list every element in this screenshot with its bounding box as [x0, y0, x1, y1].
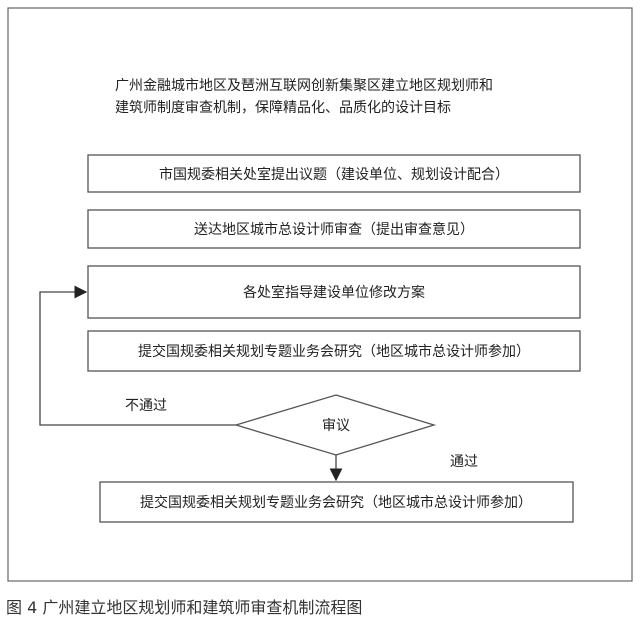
step-4-label: 提交国规委相关规划专题业务会研究（地区城市总设计师参加） — [138, 343, 530, 360]
figure-caption: 图 4 广州建立地区规划师和建筑师审查机制流程图 — [6, 598, 363, 617]
step-2-label: 送达地区城市总设计师审查（提出审查意见） — [194, 221, 474, 238]
intro-line-1: 广州金融城市地区及琶洲互联网创新集聚区建立地区规划师和 — [115, 77, 493, 94]
decision-diamond: 审议 — [233, 394, 437, 456]
final-step-label: 提交国规委相关规划专题业务会研究（地区城市总设计师参加） — [140, 494, 532, 511]
final-step: 提交国规委相关规划专题业务会研究（地区城市总设计师参加） — [99, 481, 574, 523]
step-3: 各处室指导建设单位修改方案 — [87, 265, 581, 319]
fail-label: 不通过 — [125, 398, 167, 414]
fail-loop-arrow — [39, 285, 236, 426]
step-3-label: 各处室指导建设单位修改方案 — [243, 284, 425, 301]
decision-label: 审议 — [322, 418, 350, 434]
pass-label: 通过 — [450, 454, 478, 470]
outer-frame — [7, 7, 633, 582]
step-4: 提交国规委相关规划专题业务会研究（地区城市总设计师参加） — [87, 330, 581, 372]
step-1-label: 市国规委相关处室提出议题（建设单位、规划设计配合） — [159, 166, 509, 183]
step-2: 送达地区城市总设计师审查（提出审查意见） — [87, 209, 581, 249]
step-1: 市国规委相关处室提出议题（建设单位、规划设计配合） — [87, 154, 581, 193]
intro-line-2: 建筑师制度审查机制，保障精品化、品质化的设计目标 — [115, 100, 451, 116]
